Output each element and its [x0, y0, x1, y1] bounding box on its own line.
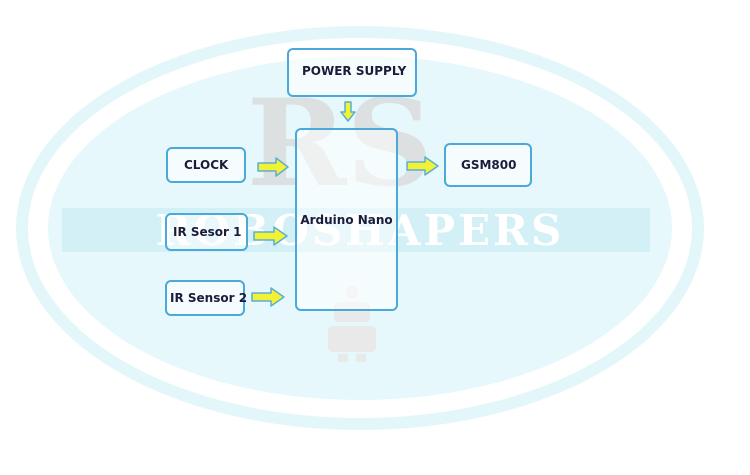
- arrow-clock-to-nano: [257, 157, 289, 177]
- arduino-nano-block: Arduino Nano: [295, 128, 398, 311]
- ir-sensor-2-block: IR Sensor 2: [165, 280, 248, 316]
- clock-block: CLOCK: [166, 147, 246, 183]
- power-supply-label: POWER SUPPLY: [302, 64, 407, 78]
- gsm-label: GSM800: [461, 158, 517, 172]
- arrow-power-to-nano: [340, 101, 356, 122]
- watermark-outer-ellipse: [16, 26, 704, 430]
- arrow-nano-to-gsm: [406, 156, 439, 176]
- ir-sensor-2-label: IR Sensor 2: [170, 291, 248, 305]
- power-supply-block: POWER SUPPLY: [287, 48, 417, 97]
- gsm-block: GSM800: [444, 143, 532, 187]
- arrow-ir1-to-nano: [253, 226, 288, 246]
- arrow-ir2-to-nano: [251, 287, 285, 307]
- ir-sensor-1-label: IR Sesor 1: [173, 225, 242, 239]
- ir-sensor-1-block: IR Sesor 1: [165, 213, 248, 251]
- arduino-nano-label: Arduino Nano: [300, 212, 393, 227]
- clock-label: CLOCK: [184, 158, 229, 172]
